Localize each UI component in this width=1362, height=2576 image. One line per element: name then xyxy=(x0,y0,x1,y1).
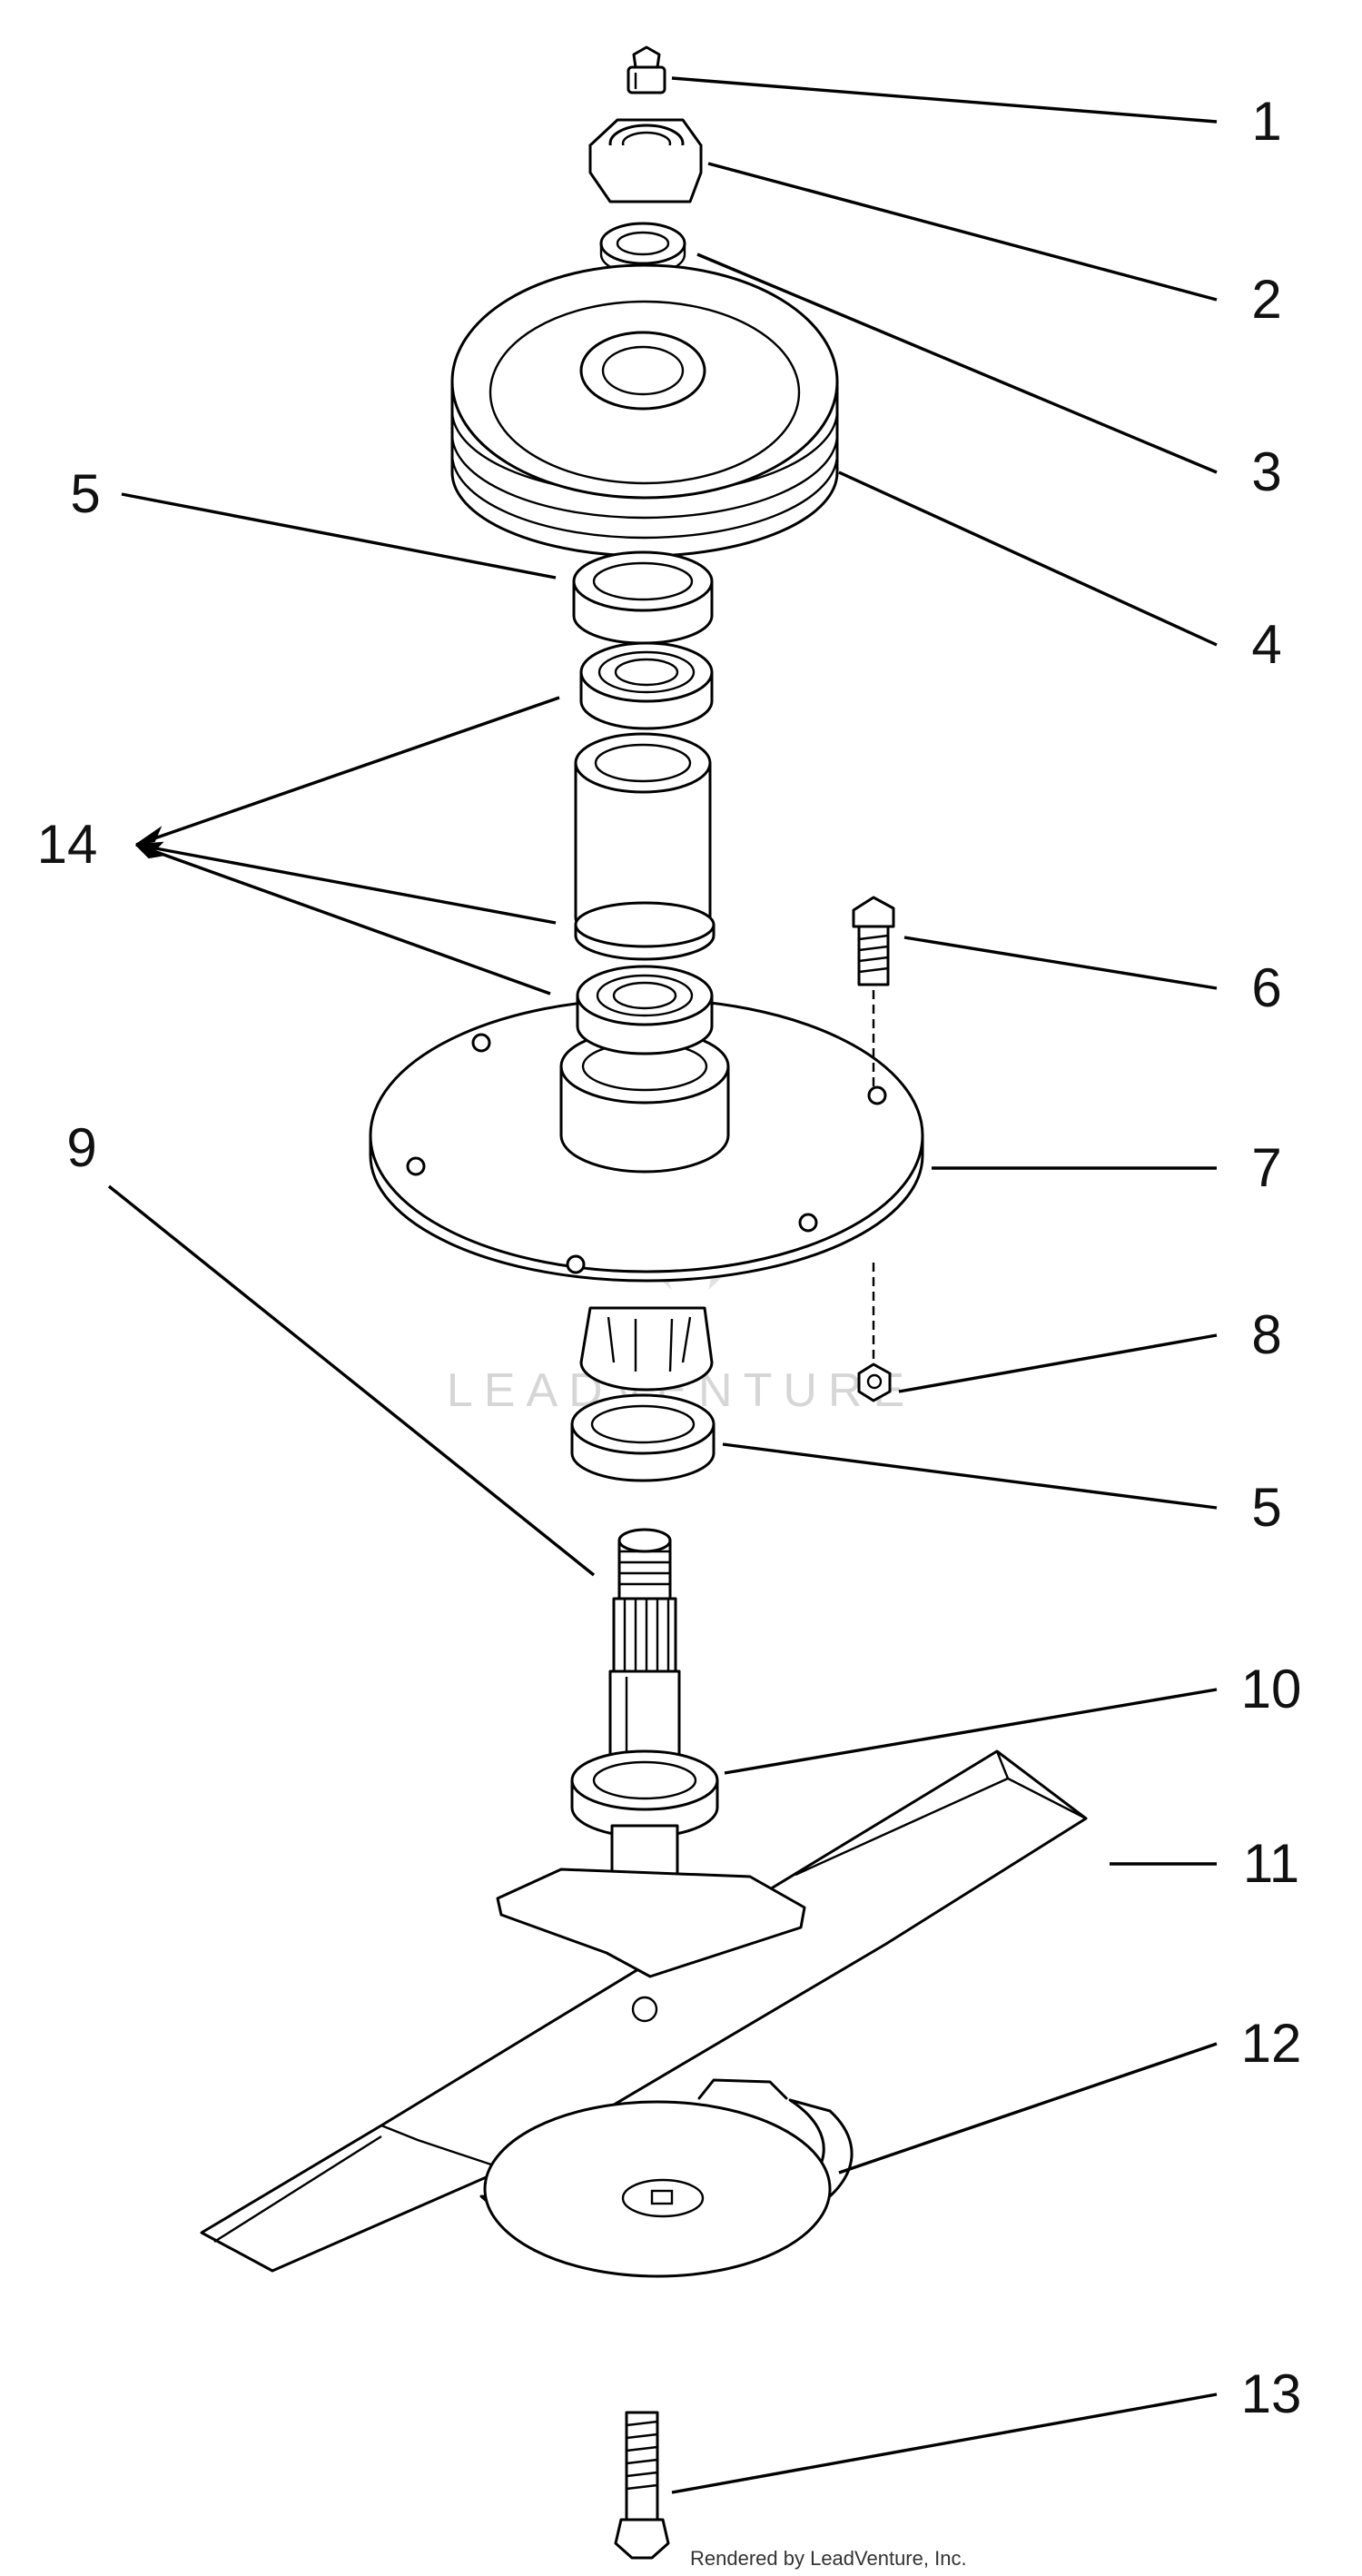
callout-11: 11 xyxy=(1243,1833,1299,1894)
callout-4: 4 xyxy=(1251,614,1281,675)
part-shaft-collar xyxy=(570,1749,719,1891)
part-grease-fitting xyxy=(627,45,666,94)
part-blade-guard xyxy=(479,2078,854,2278)
part-bearing-upper xyxy=(579,641,714,730)
part-spacer-lower xyxy=(570,1393,716,1482)
part-bearing-lower xyxy=(576,965,714,1055)
part-spacer-upper xyxy=(572,550,714,645)
callout-labels: 1 2 3 4 5 6 7 8 5 9 10 11 12 13 14 xyxy=(37,91,1302,2424)
arrowhead xyxy=(135,844,163,859)
callout-6: 6 xyxy=(1251,957,1281,1018)
callout-1: 1 xyxy=(1251,91,1281,152)
part-spindle-housing xyxy=(369,997,924,1392)
callout-2: 2 xyxy=(1251,269,1281,330)
rendered-by-credit: Rendered by LeadVenture, Inc. xyxy=(690,2547,967,2570)
part-pulley xyxy=(450,263,839,558)
callout-3: 3 xyxy=(1251,441,1281,502)
callout-5-upper: 5 xyxy=(70,463,100,524)
callout-12: 12 xyxy=(1241,2013,1302,2074)
callout-13: 13 xyxy=(1241,2363,1302,2424)
part-lock-nut xyxy=(857,1263,892,1402)
part-bolt xyxy=(852,896,895,1090)
callout-14: 14 xyxy=(37,814,98,875)
callout-5-lower: 5 xyxy=(1251,1477,1281,1538)
part-spindle-shaft xyxy=(608,1528,681,1778)
callout-10: 10 xyxy=(1241,1659,1302,1719)
leader-lines xyxy=(107,76,1218,2494)
part-ring-middle xyxy=(574,901,716,961)
part-spacer-tube xyxy=(574,732,712,946)
arrowhead xyxy=(135,826,163,846)
callout-7: 7 xyxy=(1251,1137,1281,1198)
part-blade xyxy=(200,1749,1088,2273)
part-hex-nut xyxy=(588,118,703,203)
part-blade-bolt xyxy=(614,2411,670,2560)
callout-9: 9 xyxy=(66,1117,96,1178)
callout-8: 8 xyxy=(1251,1304,1281,1365)
part-washer xyxy=(599,222,686,276)
